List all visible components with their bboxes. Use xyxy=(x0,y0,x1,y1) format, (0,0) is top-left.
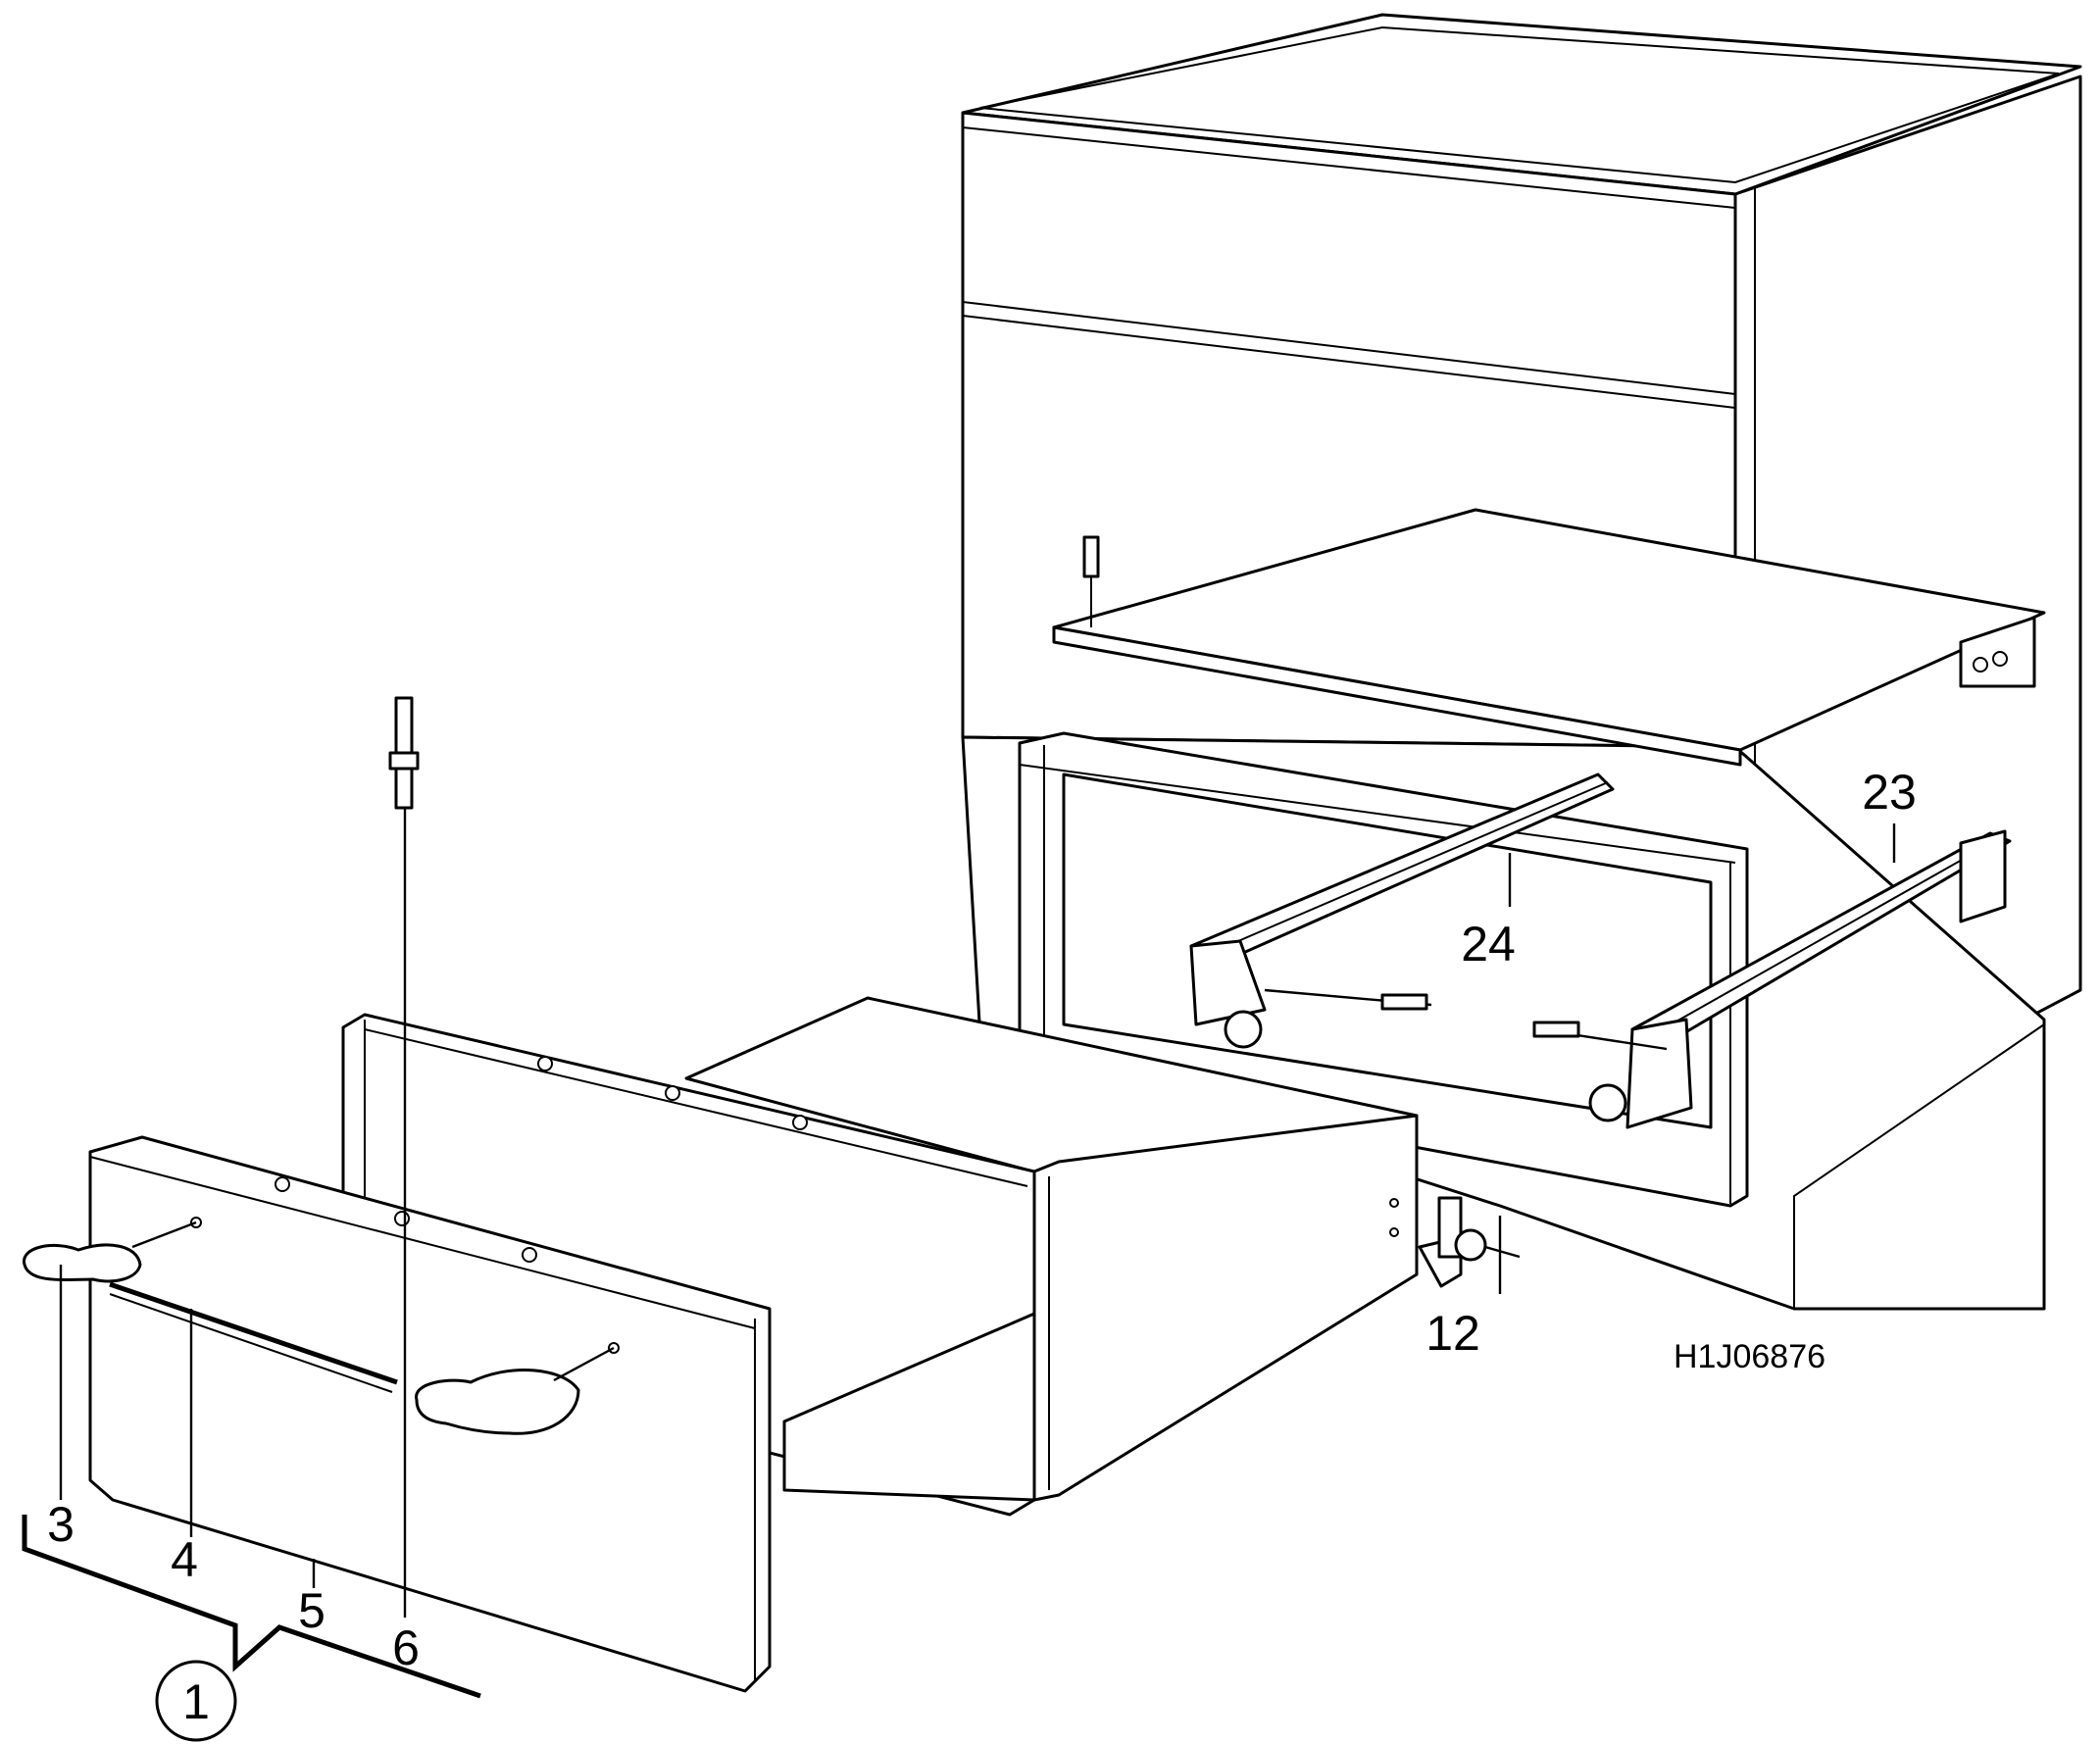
callout-3: 3 xyxy=(47,1497,75,1552)
drawer-hole-4 xyxy=(1389,1198,1399,1208)
drawer-hole-3 xyxy=(792,1115,808,1130)
panel-divider-1 xyxy=(962,301,1736,395)
panel-hole-2 xyxy=(394,1211,410,1226)
rail-23-screw xyxy=(1532,1021,1580,1038)
callout-23: 23 xyxy=(1862,765,1917,820)
handle-end-cap-right xyxy=(415,1369,580,1435)
pin-6-shank xyxy=(394,696,414,759)
callout-24: 24 xyxy=(1461,917,1516,972)
callout-5: 5 xyxy=(298,1583,325,1638)
shelf-pin xyxy=(1082,535,1100,578)
front-edge-line xyxy=(962,126,1736,209)
assembly-bracket-line xyxy=(22,1515,481,1699)
shelf-lip xyxy=(1052,625,1742,767)
rail-24-roller xyxy=(1224,1010,1263,1049)
rail-23-end xyxy=(1959,829,2007,923)
drawer-box xyxy=(341,996,1419,1517)
handle-assembly xyxy=(23,1221,615,1435)
callout-6: 6 xyxy=(392,1620,420,1675)
drawer-left-wall-rim xyxy=(364,1028,1028,1187)
pin-6-head xyxy=(388,751,420,771)
drawer-right-wall xyxy=(1032,1114,1419,1502)
drawer-hole-2 xyxy=(665,1085,680,1101)
rail-23-bracket xyxy=(1625,1018,1693,1129)
rail-24 xyxy=(1189,772,1615,1049)
callout-1: 1 xyxy=(182,1674,210,1729)
frame-top-inner xyxy=(1019,764,1736,864)
handle-end-cap-left xyxy=(23,1243,142,1283)
frame-opening xyxy=(1062,772,1713,1129)
rail-23 xyxy=(1532,829,2012,1129)
rail-24-groove xyxy=(1203,781,1609,957)
bracket-hole-2 xyxy=(1992,651,2008,667)
pin-6-tail xyxy=(394,767,414,810)
rail-23-roller xyxy=(1588,1083,1627,1122)
drawer-hole-5 xyxy=(1389,1227,1399,1237)
rail-23-groove xyxy=(1644,837,2001,1040)
drawing-code: H1J06876 xyxy=(1674,1338,1825,1375)
pin-6 xyxy=(388,696,420,1618)
callout-4: 4 xyxy=(171,1532,198,1587)
bracket-12-axis xyxy=(1484,1245,1521,1259)
bracket-12-roller xyxy=(1454,1228,1487,1262)
panel-divider-1b xyxy=(962,315,1736,409)
cabinet-top-rim xyxy=(979,25,2060,184)
bracket-12 xyxy=(1418,1196,1521,1288)
assembly-circle xyxy=(155,1660,237,1742)
right-cap-screw-axis xyxy=(553,1346,615,1382)
assembly-bracket xyxy=(22,1515,481,1742)
handle-bar-edge xyxy=(109,1293,393,1393)
callout-labels: 1 3 4 5 6 12 23 24 H1J06876 xyxy=(47,765,1917,1729)
left-cap-screw-axis xyxy=(131,1221,197,1249)
leader-lines xyxy=(59,823,1896,1588)
bracket-hole-1 xyxy=(1973,657,1988,673)
base-corner xyxy=(1793,1023,2045,1309)
front-panel-top-edge xyxy=(89,1156,756,1329)
drawer-bottom-lip xyxy=(782,1312,1036,1502)
rail-24-bracket xyxy=(1189,939,1267,1026)
rail-24-screw xyxy=(1380,993,1428,1011)
panel-hole-1 xyxy=(275,1176,290,1192)
handle-bar xyxy=(109,1281,398,1385)
panel-hole-3 xyxy=(522,1247,537,1263)
callout-12: 12 xyxy=(1425,1306,1480,1361)
drawer-hole-1 xyxy=(537,1056,553,1071)
shelf-plate xyxy=(1052,508,2046,767)
